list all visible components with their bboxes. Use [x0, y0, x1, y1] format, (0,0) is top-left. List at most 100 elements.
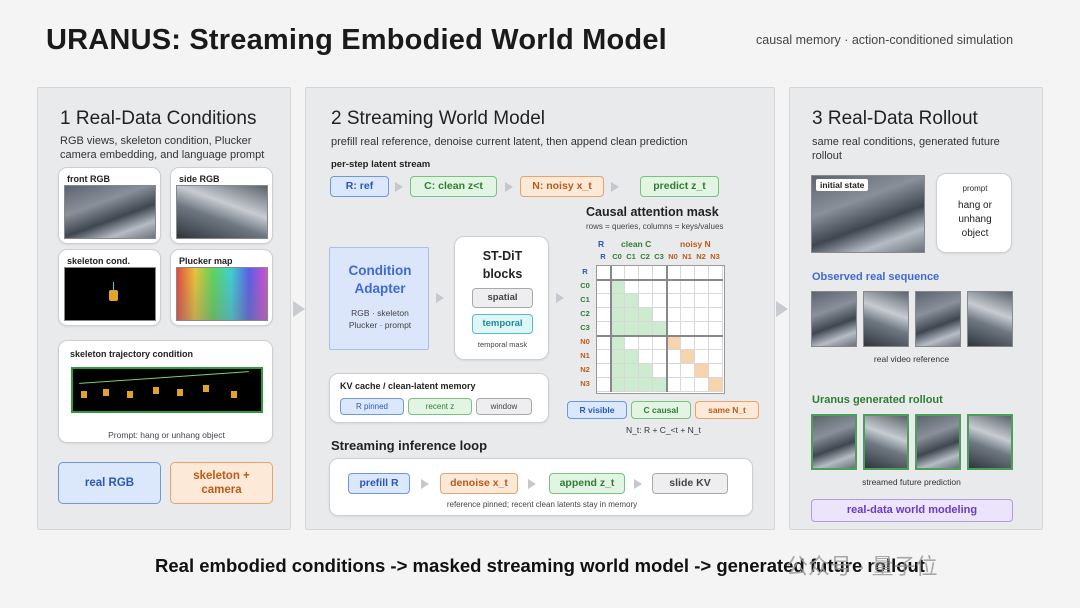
- generated-heading: Uranus generated rollout: [812, 394, 943, 406]
- mask-cell: [667, 350, 681, 364]
- mask-cell: [653, 294, 667, 308]
- mask-cell: [653, 336, 667, 350]
- condition-adapter: Condition Adapter RGB · skeleton Plucker…: [329, 247, 429, 350]
- mask-cell: [695, 280, 709, 294]
- mask-cell: [639, 350, 653, 364]
- side-rgb-label: side RGB: [179, 174, 220, 184]
- stream-arrow-3: [611, 182, 619, 192]
- mask-grid: [596, 265, 725, 394]
- prompt-card: prompt hang or unhang object: [936, 173, 1012, 253]
- loop-prefill: prefill R: [348, 473, 410, 494]
- mask-cell: [639, 266, 653, 280]
- skeleton-cond-label: skeleton cond.: [67, 256, 131, 266]
- skeleton-cond-card: skeleton cond.: [58, 249, 161, 326]
- mask-cell: [681, 308, 695, 322]
- st-dit-blocks: ST-DiT blocks spatial temporal temporal …: [454, 236, 549, 360]
- mask-col-label: N3: [710, 252, 720, 261]
- mask-col-label: N0: [668, 252, 678, 261]
- mask-row-label: C1: [580, 295, 590, 304]
- mask-group-c: clean C: [621, 239, 652, 249]
- mask-cell: [625, 336, 639, 350]
- panel1-sub-line1: RGB views, skeleton condition, Plucker: [60, 135, 252, 147]
- kv-r-pinned: R pinned: [340, 398, 404, 415]
- dit-title-line1: ST-DiT: [482, 249, 523, 263]
- mask-cell: [625, 308, 639, 322]
- plucker-map-label: Plucker map: [179, 256, 233, 266]
- mask-cell: [653, 322, 667, 336]
- panel-streaming-world-model: 2 Streaming World Model prefill real ref…: [305, 87, 775, 530]
- kv-window: window: [476, 398, 532, 415]
- panel3-heading: 3 Real-Data Rollout: [812, 108, 978, 129]
- mask-formula: N_t: R + C_<t + N_t: [626, 425, 701, 435]
- loop-arrow-3: [634, 479, 642, 489]
- mask-cell: [597, 364, 611, 378]
- generated-frame-2: [863, 414, 909, 470]
- dit-title-line2: blocks: [482, 267, 523, 281]
- mask-cell: [639, 322, 653, 336]
- mask-group-divider: [597, 335, 723, 337]
- front-rgb-label: front RGB: [67, 174, 110, 184]
- mask-col-label: N1: [682, 252, 692, 261]
- mask-cell: [597, 308, 611, 322]
- mask-cell: [667, 308, 681, 322]
- real-video-reference: real video reference: [873, 354, 950, 364]
- mask-cell: [653, 280, 667, 294]
- mask-cell: [597, 266, 611, 280]
- initial-state-image: initial state: [811, 175, 925, 253]
- mask-cell: [611, 294, 625, 308]
- temporal-mask-note: temporal mask: [477, 340, 528, 349]
- mask-cell: [611, 308, 625, 322]
- dit-arrow: [556, 293, 564, 303]
- observed-heading: Observed real sequence: [812, 271, 940, 283]
- generated-frame-3: [915, 414, 961, 470]
- mask-col-label: N2: [696, 252, 706, 261]
- mask-cell: [667, 294, 681, 308]
- mask-group-n: noisy N: [680, 239, 711, 249]
- mask-cell: [611, 336, 625, 350]
- mask-cell: [639, 364, 653, 378]
- mask-group-divider: [597, 279, 723, 281]
- panel3-sub-line2: rollout: [812, 150, 842, 162]
- mask-cell: [667, 378, 681, 392]
- mask-cell: [681, 364, 695, 378]
- mask-row-label: R: [582, 267, 588, 276]
- trajectory-prompt: Prompt: hang or unhang object: [108, 430, 225, 440]
- loop-denoise: denoise x_t: [440, 473, 518, 494]
- mask-cell: [667, 364, 681, 378]
- mask-cell: [625, 350, 639, 364]
- observed-frame-2: [863, 291, 909, 347]
- mask-cell: [695, 378, 709, 392]
- mask-cell: [625, 266, 639, 280]
- mask-cell: [639, 308, 653, 322]
- mask-cell: [625, 294, 639, 308]
- mask-row-label: N1: [580, 351, 590, 360]
- mask-title: Causal attention mask: [586, 205, 719, 219]
- mask-subtitle: rows = queries, columns = keys/values: [586, 222, 724, 231]
- mask-cell: [681, 350, 695, 364]
- panel3-sub-line1: same real conditions, generated future: [812, 136, 1000, 148]
- page-title: URANUS: Streaming Embodied World Model: [46, 24, 667, 56]
- mask-cell: [653, 364, 667, 378]
- mask-cell: [653, 308, 667, 322]
- mask-cell: [709, 322, 723, 336]
- stream-arrow-2: [505, 182, 513, 192]
- panel1-heading: 1 Real-Data Conditions: [60, 108, 257, 129]
- stream-arrow-1: [395, 182, 403, 192]
- trajectory-card: skeleton trajectory condition Prompt: ha…: [58, 340, 273, 443]
- mask-cell: [611, 378, 625, 392]
- mask-cell: [639, 336, 653, 350]
- adapter-arrow: [436, 293, 444, 303]
- mask-cell: [625, 364, 639, 378]
- mask-cell: [667, 280, 681, 294]
- mask-col-label: C1: [626, 252, 636, 261]
- kv-recent-z: recent z: [408, 398, 472, 415]
- side-rgb-card: side RGB: [170, 167, 273, 244]
- mask-cell: [709, 336, 723, 350]
- mask-cell: [625, 378, 639, 392]
- mask-cell: [611, 266, 625, 280]
- front-rgb-card: front RGB: [58, 167, 161, 244]
- adapter-sub-line1: RGB · skeleton: [351, 308, 409, 318]
- skeleton-cond-image: [64, 267, 156, 321]
